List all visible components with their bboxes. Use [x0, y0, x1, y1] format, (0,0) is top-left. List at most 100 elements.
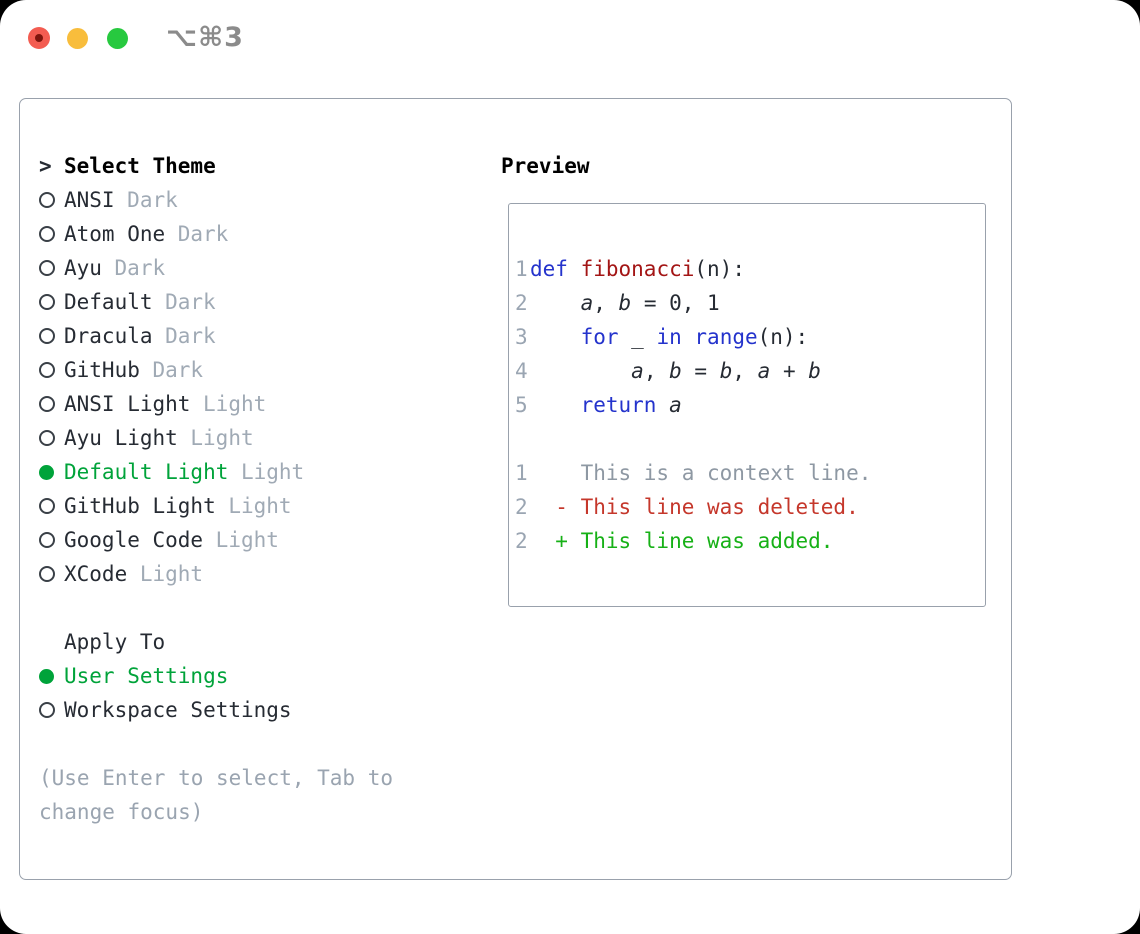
theme-variant-tag: Dark	[152, 358, 204, 382]
radio-icon	[39, 532, 55, 548]
theme-option[interactable]: ANSI Light Light	[39, 387, 393, 421]
theme-option[interactable]: GitHub Light Light	[39, 489, 393, 523]
select-theme-header: > Select Theme	[39, 149, 393, 183]
code-line: 5 return a	[515, 388, 985, 422]
line-number: 1	[515, 257, 528, 281]
theme-name: ANSI Light	[64, 392, 191, 416]
theme-option[interactable]: ANSI Dark	[39, 183, 393, 217]
theme-variant-tag: Light	[190, 426, 254, 450]
theme-option[interactable]: Dracula Dark	[39, 319, 393, 353]
code-token	[530, 291, 581, 315]
diff-line-text: + This line was added.	[530, 529, 834, 553]
theme-variant-tag: Dark	[165, 290, 216, 314]
theme-name: Dracula	[64, 324, 153, 348]
theme-option[interactable]: Ayu Light Light	[39, 421, 393, 455]
theme-variant-tag: Light	[139, 562, 204, 586]
code-line: 2 a, b = 0, 1	[515, 286, 985, 320]
hint-text: change focus)	[39, 800, 204, 824]
code-token: = 0, 1	[631, 291, 720, 315]
radio-icon	[39, 328, 55, 344]
code-line: 3 for _ in range(n):	[515, 320, 985, 354]
theme-name: Google Code	[64, 528, 204, 552]
radio-icon	[39, 362, 55, 378]
code-token: a	[631, 359, 644, 383]
apply-to-header: Apply To	[39, 625, 393, 659]
unsaved-dot-icon	[35, 34, 43, 42]
code-token: b	[808, 359, 821, 383]
radio-icon	[39, 702, 55, 718]
apply-option-label: Workspace Settings	[64, 698, 292, 722]
apply-option-label: User Settings	[64, 664, 229, 688]
code-token: ,	[643, 359, 670, 383]
radio-selected-icon	[39, 668, 54, 684]
code-token: for	[580, 325, 619, 349]
diff-line-context: 1 This is a context line.	[515, 456, 985, 490]
code-token: a	[580, 291, 594, 315]
code-token: def	[530, 257, 568, 281]
code-token: a	[669, 393, 682, 417]
radio-icon	[39, 396, 55, 412]
theme-name: GitHub Light	[64, 494, 216, 518]
diff-line-added: 2 + This line was added.	[515, 524, 985, 558]
theme-variant-tag: Dark	[127, 188, 178, 212]
theme-variant-tag: Dark	[165, 324, 216, 348]
code-token: in	[656, 325, 682, 349]
code-token: b	[669, 359, 682, 383]
theme-name: Atom One	[64, 222, 166, 246]
zoom-button[interactable]	[107, 28, 128, 49]
code-token: b	[719, 359, 733, 383]
diff-line-text: - This line was deleted.	[530, 495, 859, 519]
theme-variant-tag: Light	[215, 528, 279, 552]
cursor-caret-icon: >	[39, 154, 52, 178]
code-token: a	[757, 359, 771, 383]
line-number: 4	[515, 359, 528, 383]
close-button[interactable]	[28, 27, 50, 49]
code-token: return	[580, 393, 657, 417]
line-number: 2	[515, 529, 528, 553]
theme-name: Ayu Light	[64, 426, 178, 450]
theme-variant-tag: Light	[228, 494, 292, 518]
code-token: =	[681, 359, 720, 383]
line-number: 1	[515, 461, 528, 485]
line-number: 2	[515, 291, 528, 315]
radio-selected-icon	[39, 464, 54, 480]
theme-name: GitHub	[64, 358, 140, 382]
radio-icon	[39, 498, 55, 514]
radio-icon	[39, 430, 55, 446]
window-shortcut-label: ⌥⌘3	[166, 22, 244, 53]
radio-icon	[39, 226, 55, 242]
theme-variant-tag: Dark	[114, 256, 166, 280]
radio-icon	[39, 566, 55, 582]
code-token: (n):	[757, 325, 809, 349]
apply-option[interactable]: User Settings	[39, 659, 393, 693]
theme-option[interactable]: XCode Light	[39, 557, 393, 591]
apply-option[interactable]: Workspace Settings	[39, 693, 393, 727]
theme-variant-tag: Light	[203, 392, 267, 416]
code-token: ,	[593, 291, 619, 315]
code-token	[682, 325, 695, 349]
theme-option[interactable]: GitHub Dark	[39, 353, 393, 387]
code-token	[656, 393, 669, 417]
line-number: 2	[515, 495, 528, 519]
radio-icon	[39, 192, 55, 208]
minimize-button[interactable]	[67, 28, 88, 49]
preview-title: Preview	[501, 154, 590, 178]
radio-icon	[39, 260, 55, 276]
code-token	[568, 257, 581, 281]
code-token	[530, 393, 581, 417]
select-theme-title: Select Theme	[64, 154, 216, 178]
theme-name: ANSI	[64, 188, 115, 212]
theme-variant-tag: Light	[240, 460, 305, 484]
theme-name: XCode	[64, 562, 128, 586]
theme-option[interactable]: Google Code Light	[39, 523, 393, 557]
code-token	[530, 359, 631, 383]
